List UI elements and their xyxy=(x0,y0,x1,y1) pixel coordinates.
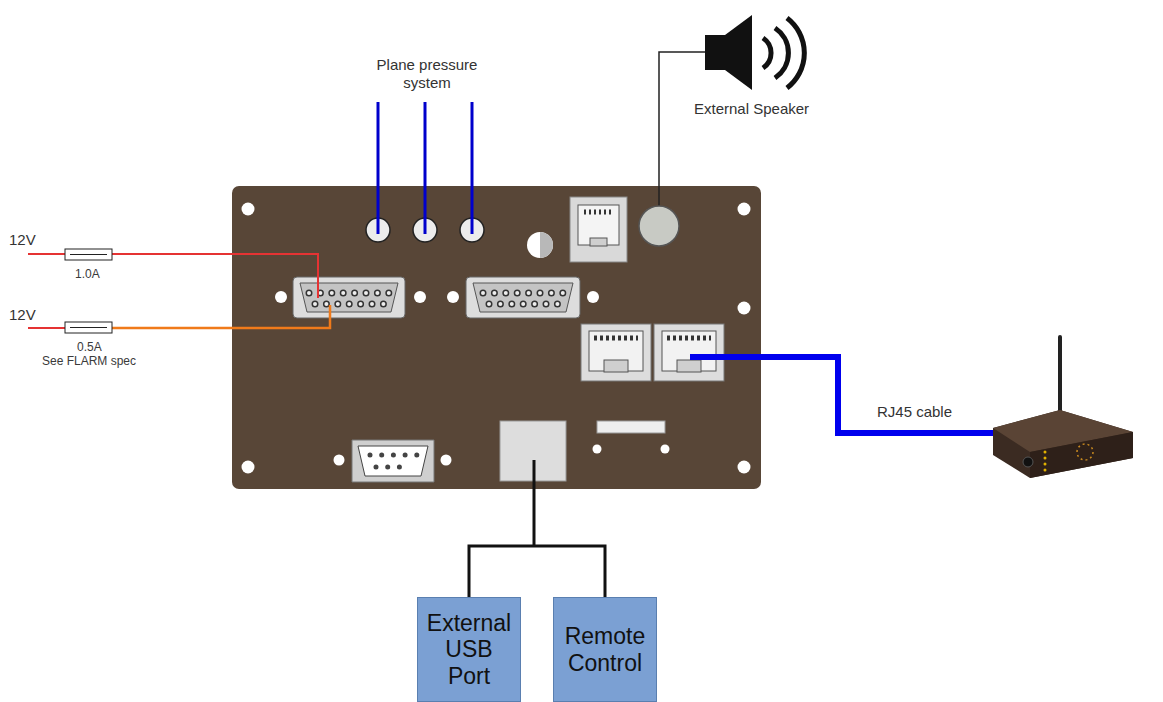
antenna xyxy=(1058,337,1062,418)
dsub-shell xyxy=(466,277,580,318)
pressure-tube xyxy=(377,102,380,234)
pressure-tube xyxy=(471,102,474,234)
annotation-label: 12V xyxy=(9,231,36,249)
rj45-cable xyxy=(690,357,995,433)
sound-wave xyxy=(775,28,788,78)
mounting-holes xyxy=(242,203,751,474)
dsub-pins xyxy=(489,301,560,308)
db9-shell xyxy=(352,440,434,482)
device-led xyxy=(1044,463,1047,466)
speaker-icon xyxy=(705,15,804,90)
db9-pins xyxy=(370,453,417,458)
rj45-opening xyxy=(589,331,643,371)
knob-shade xyxy=(540,232,553,258)
annotation-label: RJ45 cable xyxy=(877,403,952,421)
box-label: Remote Control xyxy=(561,623,649,676)
dsub-shell xyxy=(293,277,405,318)
power-wire xyxy=(28,253,65,255)
pressure-tubes xyxy=(378,102,472,234)
speaker-jack xyxy=(639,206,679,246)
dsub-pins xyxy=(489,302,560,306)
fuse-element xyxy=(70,254,107,255)
speaker-wire xyxy=(659,52,705,206)
device-button xyxy=(1023,457,1033,467)
screw-hole xyxy=(587,291,599,303)
instrument-panel xyxy=(232,186,761,489)
speaker-body xyxy=(705,35,725,70)
device-front xyxy=(1030,432,1133,478)
dsub-face xyxy=(473,283,573,312)
device-box: External USB Port xyxy=(417,597,521,702)
rj45-opening xyxy=(662,331,716,371)
annotation-label: Plane pressure system xyxy=(367,56,487,92)
rj45-tab xyxy=(604,360,628,372)
screw-hole xyxy=(661,445,670,454)
dsub-pins xyxy=(483,290,566,297)
dsub-pins xyxy=(315,301,386,308)
knob xyxy=(527,232,553,258)
rj12-opening xyxy=(578,205,619,245)
rj45-tab xyxy=(677,360,701,372)
dsub-pins xyxy=(309,291,392,295)
power-wire xyxy=(112,254,318,298)
rj12-socket xyxy=(570,197,627,262)
rj45-shell xyxy=(654,324,724,381)
device-led xyxy=(1044,469,1047,472)
db9-face xyxy=(358,446,428,476)
rj45-contacts xyxy=(667,336,711,341)
annotation-label: External Speaker xyxy=(694,100,809,118)
rj45-contacts xyxy=(594,336,638,341)
screw-hole xyxy=(593,445,602,454)
device-led xyxy=(1044,457,1047,460)
screw-hole xyxy=(275,291,287,303)
sound-wave xyxy=(787,18,804,88)
screw-hole xyxy=(334,455,345,466)
rj45-shell xyxy=(581,324,651,381)
pressure-tube xyxy=(424,102,427,234)
fuse xyxy=(65,322,112,333)
dsub15-left xyxy=(293,277,405,318)
cable-connector xyxy=(469,546,605,597)
box-label: External USB Port xyxy=(425,610,513,689)
usb-cable xyxy=(533,460,536,546)
screw-hole xyxy=(441,455,452,466)
mounting-hole xyxy=(738,461,751,474)
annotation-label: 0.5A xyxy=(77,340,102,354)
fuse xyxy=(65,249,112,260)
slot xyxy=(597,421,665,433)
sound-wave xyxy=(763,38,771,68)
dsub15-right xyxy=(466,277,580,318)
annotation-label: 1.0A xyxy=(75,267,100,281)
dsub-pins xyxy=(315,302,386,306)
screw-hole xyxy=(447,291,459,303)
flarm-device xyxy=(993,337,1133,478)
fuse-element xyxy=(70,327,107,328)
rj45-socket xyxy=(654,324,724,381)
device-box: Remote Control xyxy=(553,597,657,702)
dsub-pins xyxy=(309,290,392,297)
mounting-hole xyxy=(242,461,255,474)
rj12-tab xyxy=(590,238,607,246)
device-led-ring xyxy=(1077,444,1093,460)
mounting-hole xyxy=(738,302,751,315)
power-wire xyxy=(112,305,330,328)
device-led xyxy=(1044,451,1047,454)
mounting-hole xyxy=(738,203,751,216)
annotation-label: 12V xyxy=(9,306,36,324)
rj12-contacts xyxy=(584,210,614,215)
screw-hole xyxy=(414,291,426,303)
power-wire xyxy=(28,327,65,329)
dsub-pins xyxy=(483,291,566,295)
annotation-label: See FLARM spec xyxy=(42,354,136,368)
rj45-socket xyxy=(581,324,651,381)
db9-pins xyxy=(376,465,411,470)
dsub-face xyxy=(300,283,398,312)
speaker-cone xyxy=(725,15,752,90)
mounting-hole xyxy=(242,203,255,216)
device-body xyxy=(993,410,1133,478)
